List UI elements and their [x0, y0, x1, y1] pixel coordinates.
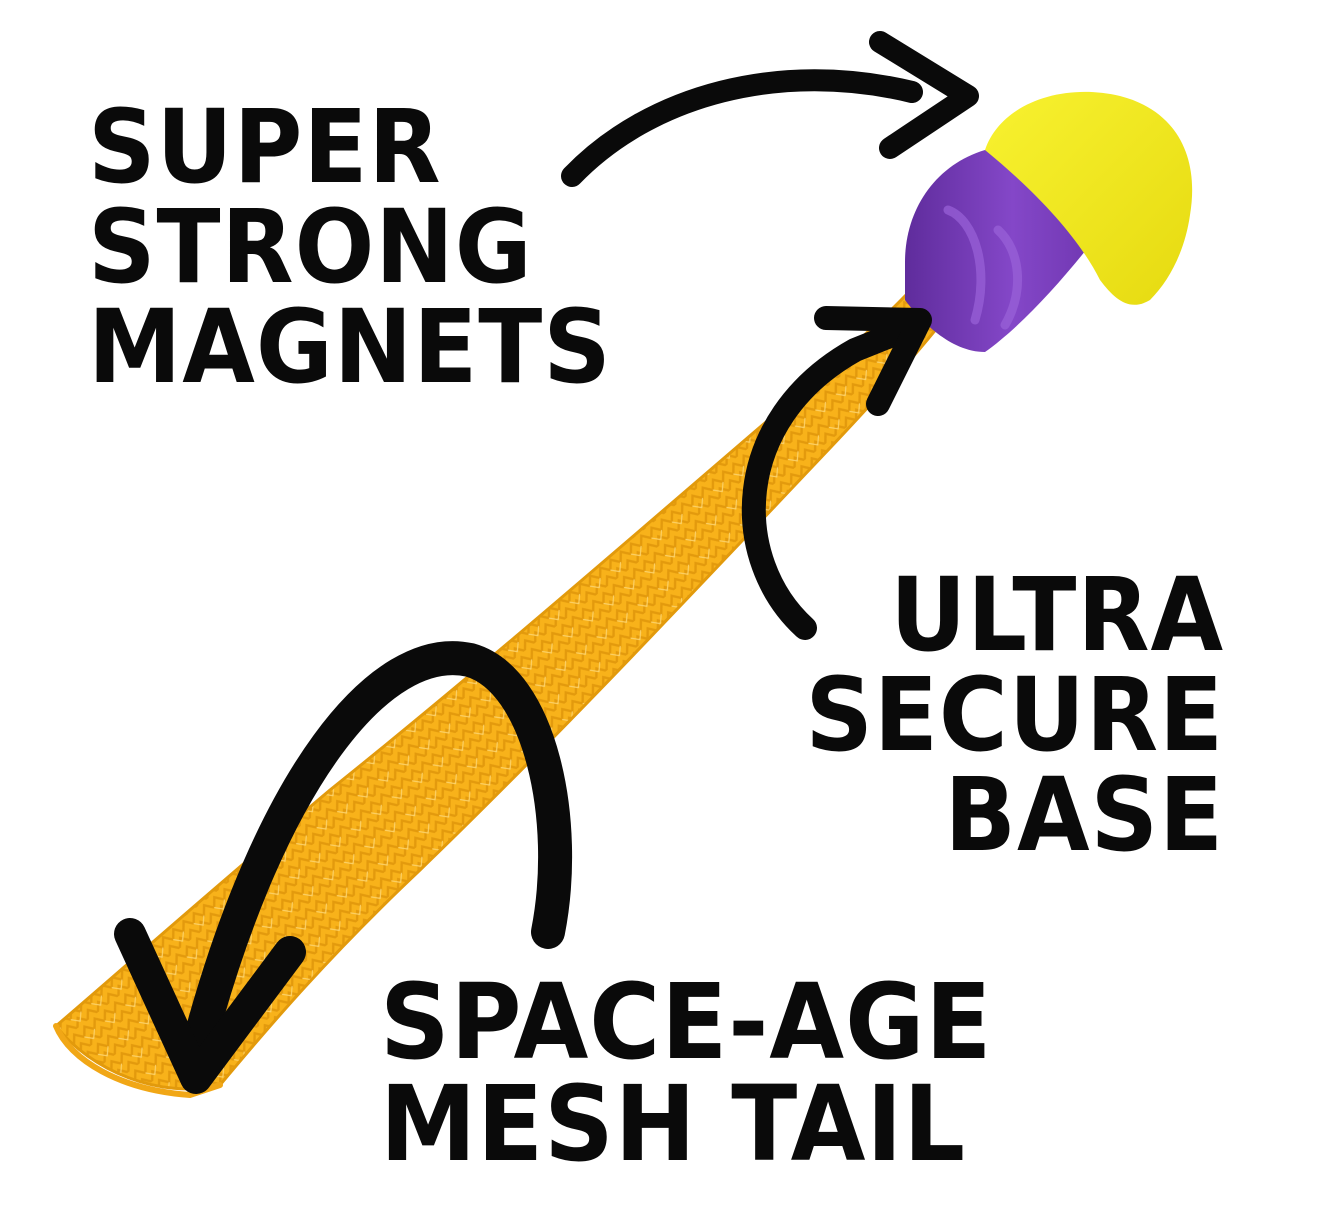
curved-arrow-icon — [561, 31, 979, 187]
callout-base: ULTRA SECURE BASE — [805, 556, 1224, 875]
yellow-magnet-tip — [985, 91, 1193, 305]
curved-arrow-icon — [741, 306, 932, 640]
callout-base-line-3: BASE — [944, 755, 1224, 875]
callout-magnets: SUPER STRONG MAGNETS — [88, 88, 612, 407]
curved-arrow-icon — [114, 641, 573, 1094]
callout-magnets-line-3: MAGNETS — [88, 287, 612, 407]
callout-tail-line-2: MESH TAIL — [380, 1062, 966, 1185]
callout-magnets-line-1: SUPER — [88, 88, 442, 207]
callout-base-line-2: SECURE — [805, 655, 1224, 775]
callout-magnets-line-2: STRONG — [88, 187, 533, 307]
callout-tail-line-1: SPACE-AGE — [380, 961, 993, 1083]
callout-tail: SPACE-AGE MESH TAIL — [380, 961, 993, 1185]
callout-base-line-1: ULTRA — [890, 556, 1224, 675]
